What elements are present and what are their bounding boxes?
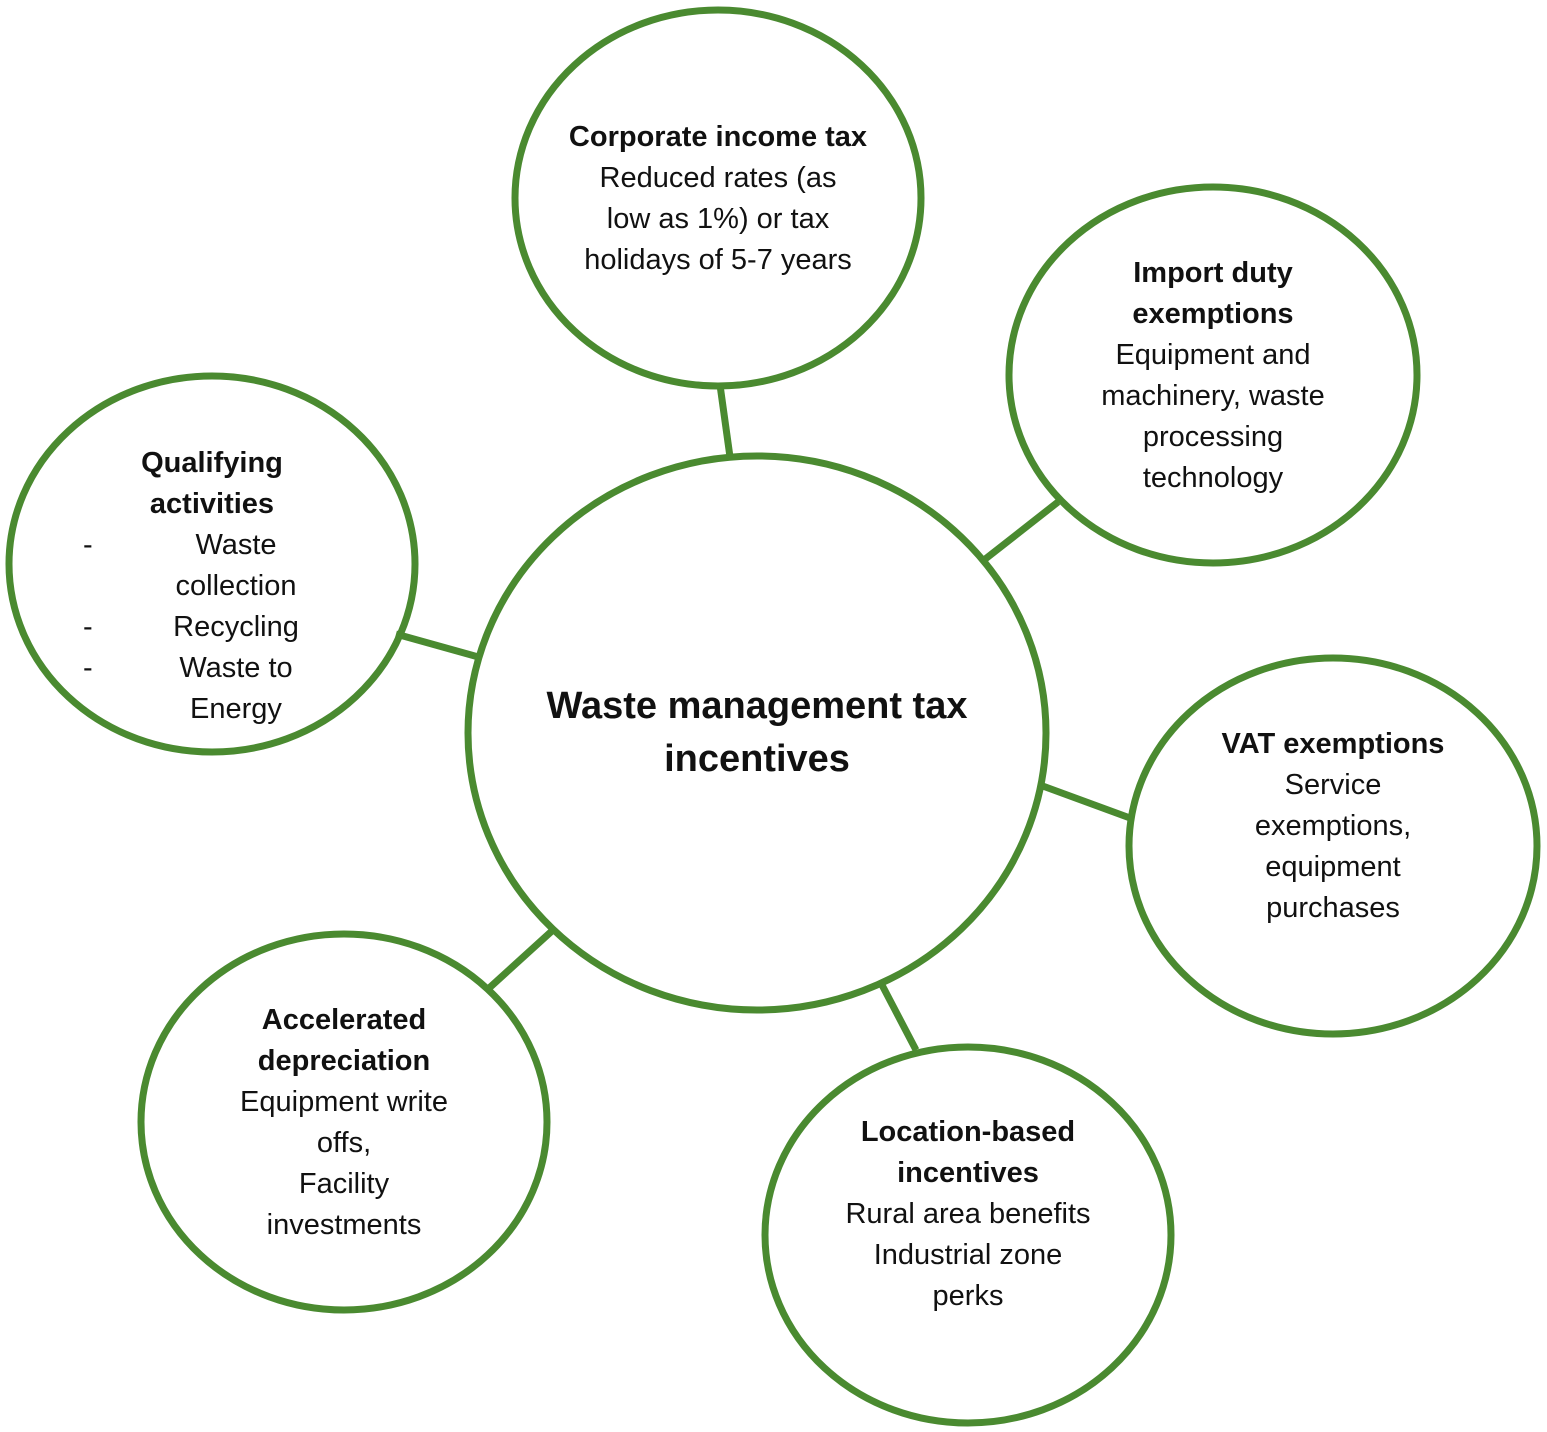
qualifying-node: Qualifying activities - Waste collection… — [82, 440, 342, 732]
connector-corporate — [716, 384, 734, 458]
qualifying-item-label: Recycling — [173, 610, 299, 643]
connector-location — [878, 983, 920, 1052]
qualifying-title: Qualifying activities — [141, 446, 283, 520]
vat-body: Service exemptions, equipment purchases — [1254, 768, 1412, 924]
location-title: Location-based incentives — [860, 1115, 1076, 1189]
bullet-dash: - — [83, 610, 93, 643]
qualifying-item: - Recycling — [79, 607, 345, 648]
accelerated-node: Accelerated depreciation Equipment write… — [199, 997, 489, 1249]
accelerated-line-2: Facility investments — [266, 1168, 422, 1241]
qualifying-item: - Waste to Energy — [79, 648, 345, 730]
vat-circle — [1125, 654, 1541, 1038]
bullet-dash: - — [83, 528, 93, 561]
connector-qualifying — [395, 630, 483, 662]
qualifying-item-label: Waste collection — [175, 528, 297, 602]
import-title: Import duty exemptions — [1132, 257, 1294, 330]
center-node: Waste management tax incentives — [527, 653, 987, 813]
vat-title: VAT exemptions — [1221, 727, 1445, 760]
qualifying-item: - Waste collection — [79, 525, 345, 607]
import-body: Equipment and machinery, waste processin… — [1101, 339, 1325, 494]
connector-vat — [1038, 781, 1132, 822]
corporate-node: Corporate income tax Reduced rates (as l… — [568, 73, 868, 325]
qualifying-circle — [5, 372, 419, 756]
location-line-1: Rural area benefits — [845, 1197, 1091, 1230]
location-node: Location-based incentives Rural area ben… — [813, 1108, 1123, 1320]
accelerated-title: Accelerated depreciation — [257, 1004, 431, 1077]
corporate-circle — [511, 6, 925, 390]
location-line-2: Industrial zone perks — [873, 1238, 1063, 1312]
accelerated-circle — [137, 930, 551, 1314]
vat-node: VAT exemptions Service exemptions, equip… — [1193, 720, 1473, 932]
qualifying-list: - Waste collection - Recycling - Waste t… — [79, 525, 345, 730]
connector-import — [981, 499, 1061, 563]
center-title: Waste management tax incentives — [546, 685, 968, 780]
corporate-body: Reduced rates (as low as 1%) or tax holi… — [584, 162, 852, 276]
location-circle — [761, 1043, 1175, 1427]
qualifying-item-label: Waste to Energy — [179, 651, 293, 725]
bullet-dash: - — [83, 651, 93, 684]
corporate-title: Corporate income tax — [568, 121, 868, 153]
center-circle — [464, 452, 1050, 1014]
import-circle — [1005, 183, 1421, 567]
connector-accelerated — [484, 927, 556, 993]
import-node: Import duty exemptions Equipment and mac… — [1068, 250, 1358, 502]
accelerated-line-1: Equipment write offs, — [240, 1086, 448, 1159]
